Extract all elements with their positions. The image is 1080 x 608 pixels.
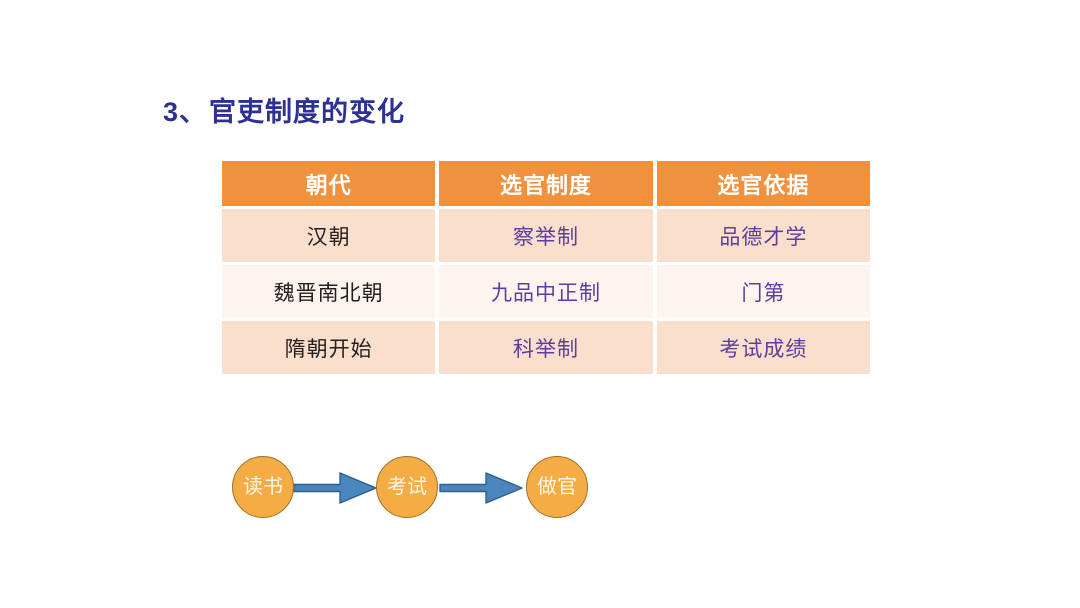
column-header-basis: 选官依据 bbox=[656, 161, 870, 206]
flow-node-official: 做官 bbox=[526, 456, 588, 518]
flow-node-exam: 考试 bbox=[376, 456, 438, 518]
official-selection-table: 朝代 选官制度 选官依据 汉朝 察举制 品德才学 魏晋南北朝 九品中正制 门第 … bbox=[218, 158, 874, 377]
cell-basis: 考试成绩 bbox=[656, 321, 870, 374]
cell-system: 九品中正制 bbox=[439, 265, 653, 318]
column-header-dynasty: 朝代 bbox=[222, 161, 436, 206]
cell-dynasty: 隋朝开始 bbox=[222, 321, 436, 374]
table-row: 隋朝开始 科举制 考试成绩 bbox=[222, 321, 870, 374]
cell-system: 察举制 bbox=[439, 209, 653, 262]
column-header-system: 选官制度 bbox=[439, 161, 653, 206]
page-title: 3、官吏制度的变化 bbox=[163, 96, 405, 128]
cell-system: 科举制 bbox=[439, 321, 653, 374]
arrow-right-icon bbox=[292, 468, 378, 508]
page-title-number: 3、 bbox=[163, 97, 208, 127]
cell-basis: 门第 bbox=[656, 265, 870, 318]
table-row: 魏晋南北朝 九品中正制 门第 bbox=[222, 265, 870, 318]
table-header-row: 朝代 选官制度 选官依据 bbox=[222, 161, 870, 206]
cell-dynasty: 汉朝 bbox=[222, 209, 436, 262]
page-title-text: 官吏制度的变化 bbox=[209, 97, 406, 127]
flow-node-study: 读书 bbox=[232, 456, 294, 518]
table-header: 朝代 选官制度 选官依据 bbox=[222, 161, 870, 206]
table-body: 汉朝 察举制 品德才学 魏晋南北朝 九品中正制 门第 隋朝开始 科举制 考试成绩 bbox=[222, 209, 870, 374]
cell-dynasty: 魏晋南北朝 bbox=[222, 265, 436, 318]
cell-basis: 品德才学 bbox=[656, 209, 870, 262]
table-row: 汉朝 察举制 品德才学 bbox=[222, 209, 870, 262]
process-flow-diagram: 读书 考试 做官 bbox=[222, 444, 622, 536]
arrow-right-icon bbox=[438, 468, 524, 508]
